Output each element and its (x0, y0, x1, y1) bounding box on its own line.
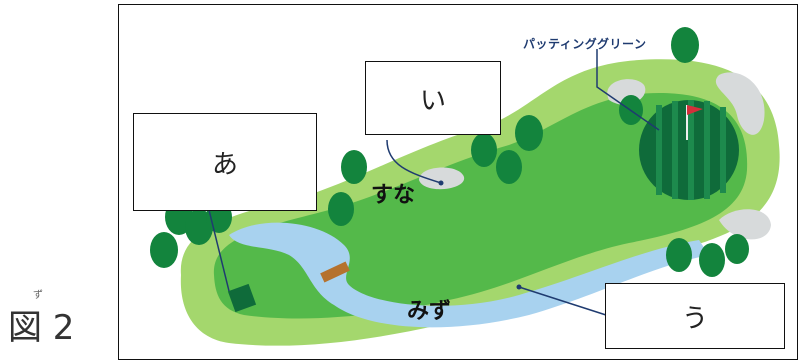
answer-label-i: い (419, 85, 446, 116)
leader-line-i (386, 139, 442, 184)
leader-line-u (518, 286, 607, 316)
water-label: みず (407, 299, 452, 324)
sand-trap (715, 72, 765, 135)
figure-label: 図 2 (8, 308, 75, 348)
putting-green-label: パッティンググリーン (523, 37, 647, 51)
answer-label-a: あ (211, 149, 238, 180)
answer-box-a[interactable]: あ (133, 113, 317, 211)
sand-trap (719, 209, 771, 240)
sand-trap (419, 167, 465, 190)
golf-course-map (150, 27, 780, 346)
leader-dot (516, 284, 522, 290)
answer-label-u: う (681, 303, 708, 334)
leader-dot (438, 180, 444, 186)
bridge (320, 261, 350, 283)
answer-box-i[interactable]: い (365, 61, 501, 135)
sand-label: すな (371, 183, 416, 208)
leader-line-green (596, 49, 660, 131)
golf-course-frame: あ い う すな みず パッティンググリーン (118, 4, 798, 360)
tee-box (227, 283, 257, 313)
answer-box-u[interactable]: う (605, 283, 785, 349)
figure-label-ruby: ず (33, 290, 43, 301)
water-hazard (229, 222, 709, 328)
green-stripes (656, 100, 726, 200)
leader-line-a (208, 209, 230, 292)
flag (687, 105, 703, 115)
